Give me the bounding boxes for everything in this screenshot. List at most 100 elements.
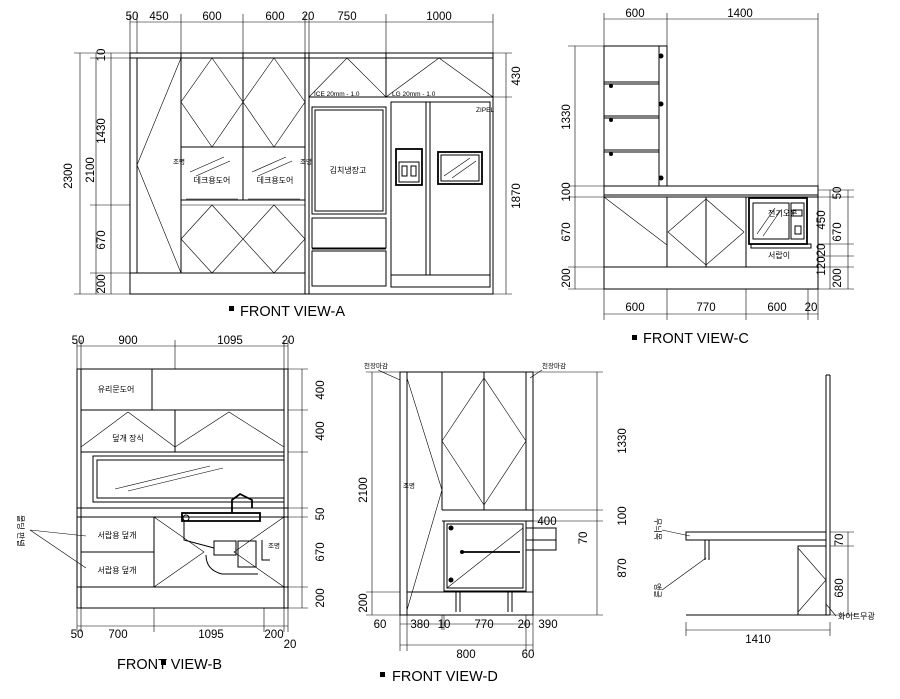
view-a-note-glass-left: 데크용도어 bbox=[194, 175, 231, 185]
view-d-dim-left-2100: 2100 bbox=[358, 477, 370, 503]
view-a-note-kimchi: 김치냉장고 bbox=[330, 165, 367, 175]
view-b-dim-right-400b: 400 bbox=[315, 421, 327, 440]
view-d-dim-right-1330: 1330 bbox=[617, 428, 629, 454]
view-d-dim-bottom-800: 800 bbox=[456, 649, 475, 661]
side-view-label-left-bottom: 앵글 bbox=[653, 583, 663, 598]
view-c-dim-right-670: 670 bbox=[832, 222, 844, 241]
view-c-title: FRONT VIEW-C bbox=[643, 331, 749, 347]
view-b-dim-bottom-20: 20 bbox=[284, 639, 297, 651]
view-d-dim-bottom-20: 20 bbox=[518, 619, 531, 631]
view-d-dim-right-870: 870 bbox=[617, 558, 629, 577]
view-b-dim-right-50: 50 bbox=[315, 508, 327, 521]
view-d-dim-bottom-390: 390 bbox=[538, 619, 557, 631]
view-a-dim-height-total: 2300 bbox=[63, 163, 75, 189]
view-c-dim-bottom-600a: 600 bbox=[625, 302, 644, 314]
front-view-b: 50 900 1095 20 400 400 50 670 200 유리문도어 bbox=[16, 335, 327, 673]
view-d-dim-bottom-770: 770 bbox=[474, 619, 493, 631]
view-a-note-fridge-right-top: LG 20mm - 1.0 bbox=[392, 91, 436, 98]
view-b-note-upper-door: 유리문도어 bbox=[98, 384, 135, 394]
view-c-dim-top-600: 600 bbox=[625, 8, 644, 20]
side-view-label-right-bottom: 화이트무광 bbox=[838, 611, 875, 621]
view-c-dim-right-200: 200 bbox=[832, 268, 844, 287]
view-b-note-mid-door: 덮개 장식 bbox=[112, 433, 144, 443]
view-c-dim-right-120: 120 bbox=[816, 256, 828, 275]
view-c-dim-bottom-770: 770 bbox=[696, 302, 715, 314]
view-d-dim-right-70: 70 bbox=[578, 532, 590, 545]
view-d-dim-right-400: 400 bbox=[537, 516, 556, 528]
view-d-dim-left-200: 200 bbox=[358, 593, 370, 612]
view-c-dim-left-1330: 1330 bbox=[561, 104, 573, 130]
side-view-dim-bottom: 1410 bbox=[745, 634, 771, 646]
view-a-dim-top-5: 20 bbox=[302, 11, 315, 23]
view-b-label-left: 몰딩 판넬 bbox=[16, 515, 26, 547]
view-b-note-drawer-1: 서랍용 덮개 bbox=[97, 530, 136, 540]
view-c-dim-right-20: 20 bbox=[816, 244, 828, 257]
view-a-note-glass-right: 데크용도어 bbox=[257, 175, 294, 185]
view-b-dim-top-900: 900 bbox=[118, 335, 137, 347]
view-a-dim-left-1430: 1430 bbox=[96, 118, 108, 144]
view-d-title-bullet bbox=[380, 672, 385, 677]
view-c-note-oven: 전기오븐 bbox=[768, 208, 797, 218]
view-c-dim-right-450: 450 bbox=[816, 210, 828, 229]
view-a-dim-right-1870: 1870 bbox=[511, 183, 523, 209]
view-a-dim-top-3: 600 bbox=[202, 11, 221, 23]
view-a-dim-left-10: 10 bbox=[96, 49, 108, 62]
side-view: 70 680 1410 무늬목 앵글 화이트무광 bbox=[653, 374, 875, 646]
view-c-title-bullet bbox=[632, 335, 637, 340]
side-view-dim-right-70: 70 bbox=[834, 534, 846, 547]
view-d-note-side: 조명 bbox=[403, 481, 415, 490]
view-c-dim-left-200: 200 bbox=[561, 268, 573, 287]
view-c-note-drawer: 서랍이 bbox=[768, 250, 790, 260]
view-b-note-drawer-2: 서랍용 덮개 bbox=[97, 565, 136, 575]
view-a-dim-right-430: 430 bbox=[511, 66, 523, 85]
view-d-hinges bbox=[448, 525, 464, 583]
view-b-dim-right-400a: 400 bbox=[315, 380, 327, 399]
side-view-dim-right-680: 680 bbox=[834, 578, 846, 597]
view-a-dim-left-200: 200 bbox=[96, 274, 108, 293]
view-a-title-bullet bbox=[229, 306, 234, 311]
view-d-note-top-left: 천장마감 bbox=[364, 361, 388, 370]
view-a-note-fridge-left-top: ICE 20mm - 1.0 bbox=[314, 91, 360, 98]
view-b-dim-right-670: 670 bbox=[315, 542, 327, 561]
view-b-note-side: 조명 bbox=[268, 541, 280, 550]
view-d-dim-bottom-60b: 60 bbox=[522, 649, 535, 661]
view-c-dim-bottom-600b: 600 bbox=[767, 302, 786, 314]
view-d-title: FRONT VIEW-D bbox=[392, 669, 498, 685]
view-a-dim-top-7: 1000 bbox=[426, 11, 452, 23]
view-a-note-brand: ZIPEL bbox=[476, 107, 494, 114]
view-a-title: FRONT VIEW-A bbox=[240, 304, 345, 320]
view-a-dim-top-6: 750 bbox=[337, 11, 356, 23]
view-b-dim-bottom-200: 200 bbox=[264, 629, 283, 641]
view-a-note-side-right: 조명 bbox=[300, 157, 312, 166]
front-view-c: 600 1400 1330 100 670 200 50 450 670 20 bbox=[561, 8, 854, 347]
view-c-shelf-pins bbox=[609, 53, 664, 181]
view-c-dim-left-670: 670 bbox=[561, 222, 573, 241]
view-a-note-side-left: 조명 bbox=[173, 157, 185, 166]
side-view-label-left-top: 무늬목 bbox=[653, 518, 663, 540]
view-b-dim-top-20: 20 bbox=[282, 335, 295, 347]
view-b-title-bullet bbox=[161, 660, 166, 665]
view-b-dim-right-200: 200 bbox=[315, 588, 327, 607]
view-d-dim-bottom-380: 380 bbox=[410, 619, 429, 631]
view-b-dim-top-1095: 1095 bbox=[217, 335, 243, 347]
view-d-dim-bottom-60a: 60 bbox=[374, 619, 387, 631]
front-view-d: 2100 200 1330 100 870 400 70 천장마감 천장마감 조… bbox=[358, 361, 629, 685]
view-c-dim-top-1400: 1400 bbox=[727, 8, 753, 20]
view-b-dim-bottom-700: 700 bbox=[108, 629, 127, 641]
view-a-dim-top-4: 600 bbox=[265, 11, 284, 23]
view-b-dim-top-50: 50 bbox=[72, 335, 85, 347]
view-b-title: FRONT VIEW-B bbox=[117, 657, 222, 673]
front-view-a: 50 450 600 600 20 750 1000 2300 2100 10 … bbox=[63, 11, 523, 320]
view-d-note-top-right: 천장마감 bbox=[542, 361, 566, 370]
view-d-dim-right-100: 100 bbox=[617, 506, 629, 525]
view-a-dim-left-670: 670 bbox=[96, 230, 108, 249]
view-a-dim-height-2100: 2100 bbox=[85, 157, 97, 183]
view-d-dim-bottom-10: 10 bbox=[438, 619, 451, 631]
view-a-dim-top-1: 50 bbox=[126, 11, 139, 23]
view-b-dim-bottom-50: 50 bbox=[71, 629, 84, 641]
view-b-dim-bottom-1095: 1095 bbox=[198, 629, 224, 641]
view-c-dim-left-100: 100 bbox=[561, 182, 573, 201]
view-a-dim-top-2: 450 bbox=[149, 11, 168, 23]
view-c-dim-bottom-20: 20 bbox=[805, 302, 818, 314]
